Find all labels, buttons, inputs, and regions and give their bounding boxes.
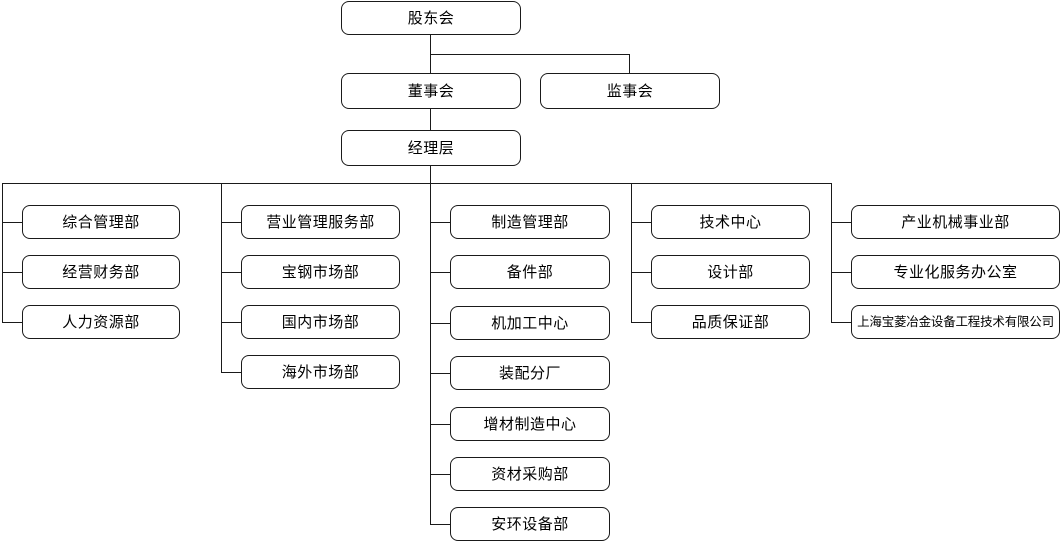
node-general-management[interactable]: 综合管理部 [22, 205, 180, 239]
node-spare-parts[interactable]: 备件部 [450, 255, 610, 289]
spine-column-4 [631, 183, 632, 322]
stub-sales-management-service [221, 222, 241, 223]
stub-industrial-machinery-division [831, 222, 851, 223]
stub-human-resources [2, 322, 22, 323]
spine-column-2 [221, 183, 222, 372]
node-human-resources[interactable]: 人力资源部 [22, 305, 180, 339]
connector-level2-bus [430, 54, 630, 55]
connector-to-board-of-directors [430, 54, 431, 74]
stub-safety-environment-equipment [430, 524, 450, 525]
stub-assembly-plant [430, 373, 450, 374]
stub-overseas-market [221, 372, 241, 373]
spine-column-3 [430, 183, 431, 524]
stub-design [631, 272, 651, 273]
node-industrial-machinery-division[interactable]: 产业机械事业部 [851, 205, 1060, 239]
node-management[interactable]: 经理层 [341, 130, 521, 166]
node-overseas-market[interactable]: 海外市场部 [241, 355, 400, 389]
node-operations-finance[interactable]: 经营财务部 [22, 255, 180, 289]
node-shareholders[interactable]: 股东会 [341, 1, 521, 35]
node-board-of-directors[interactable]: 董事会 [341, 73, 521, 109]
stub-specialized-service-office [831, 272, 851, 273]
spine-column-1 [2, 183, 3, 322]
node-design[interactable]: 设计部 [651, 255, 810, 289]
node-machining-center[interactable]: 机加工中心 [450, 306, 610, 340]
stub-general-management [2, 222, 22, 223]
stub-materials-procurement [430, 474, 450, 475]
node-technology-center[interactable]: 技术中心 [651, 205, 810, 239]
connector-directors-to-management [430, 109, 431, 131]
node-domestic-market[interactable]: 国内市场部 [241, 305, 400, 339]
node-materials-procurement[interactable]: 资材采购部 [450, 457, 610, 491]
stub-spare-parts [430, 272, 450, 273]
connector-management-down [430, 166, 431, 184]
connector-department-bus [2, 183, 832, 184]
stub-domestic-market [221, 322, 241, 323]
node-baosteel-market[interactable]: 宝钢市场部 [241, 255, 400, 289]
stub-manufacturing-management [430, 222, 450, 223]
node-quality-assurance[interactable]: 品质保证部 [651, 305, 810, 339]
stub-baosteel-market [221, 272, 241, 273]
node-manufacturing-management[interactable]: 制造管理部 [450, 205, 610, 239]
stub-machining-center [430, 323, 450, 324]
node-safety-environment-equipment[interactable]: 安环设备部 [450, 507, 610, 541]
stub-quality-assurance [631, 322, 651, 323]
stub-additive-manufacturing-center [430, 424, 450, 425]
node-shanghai-baoling-subsidiary[interactable]: 上海宝菱冶金设备工程技术有限公司 [851, 305, 1060, 339]
node-additive-manufacturing-center[interactable]: 增材制造中心 [450, 407, 610, 441]
node-sales-management-service[interactable]: 营业管理服务部 [241, 205, 400, 239]
spine-column-5 [831, 183, 832, 322]
node-board-of-supervisors[interactable]: 监事会 [540, 73, 720, 109]
node-assembly-plant[interactable]: 装配分厂 [450, 356, 610, 390]
stub-operations-finance [2, 272, 22, 273]
connector-shareholders-down [430, 35, 431, 55]
stub-technology-center [631, 222, 651, 223]
node-specialized-service-office[interactable]: 专业化服务办公室 [851, 255, 1060, 289]
connector-to-board-of-supervisors [629, 54, 630, 74]
stub-shanghai-baoling-subsidiary [831, 322, 851, 323]
